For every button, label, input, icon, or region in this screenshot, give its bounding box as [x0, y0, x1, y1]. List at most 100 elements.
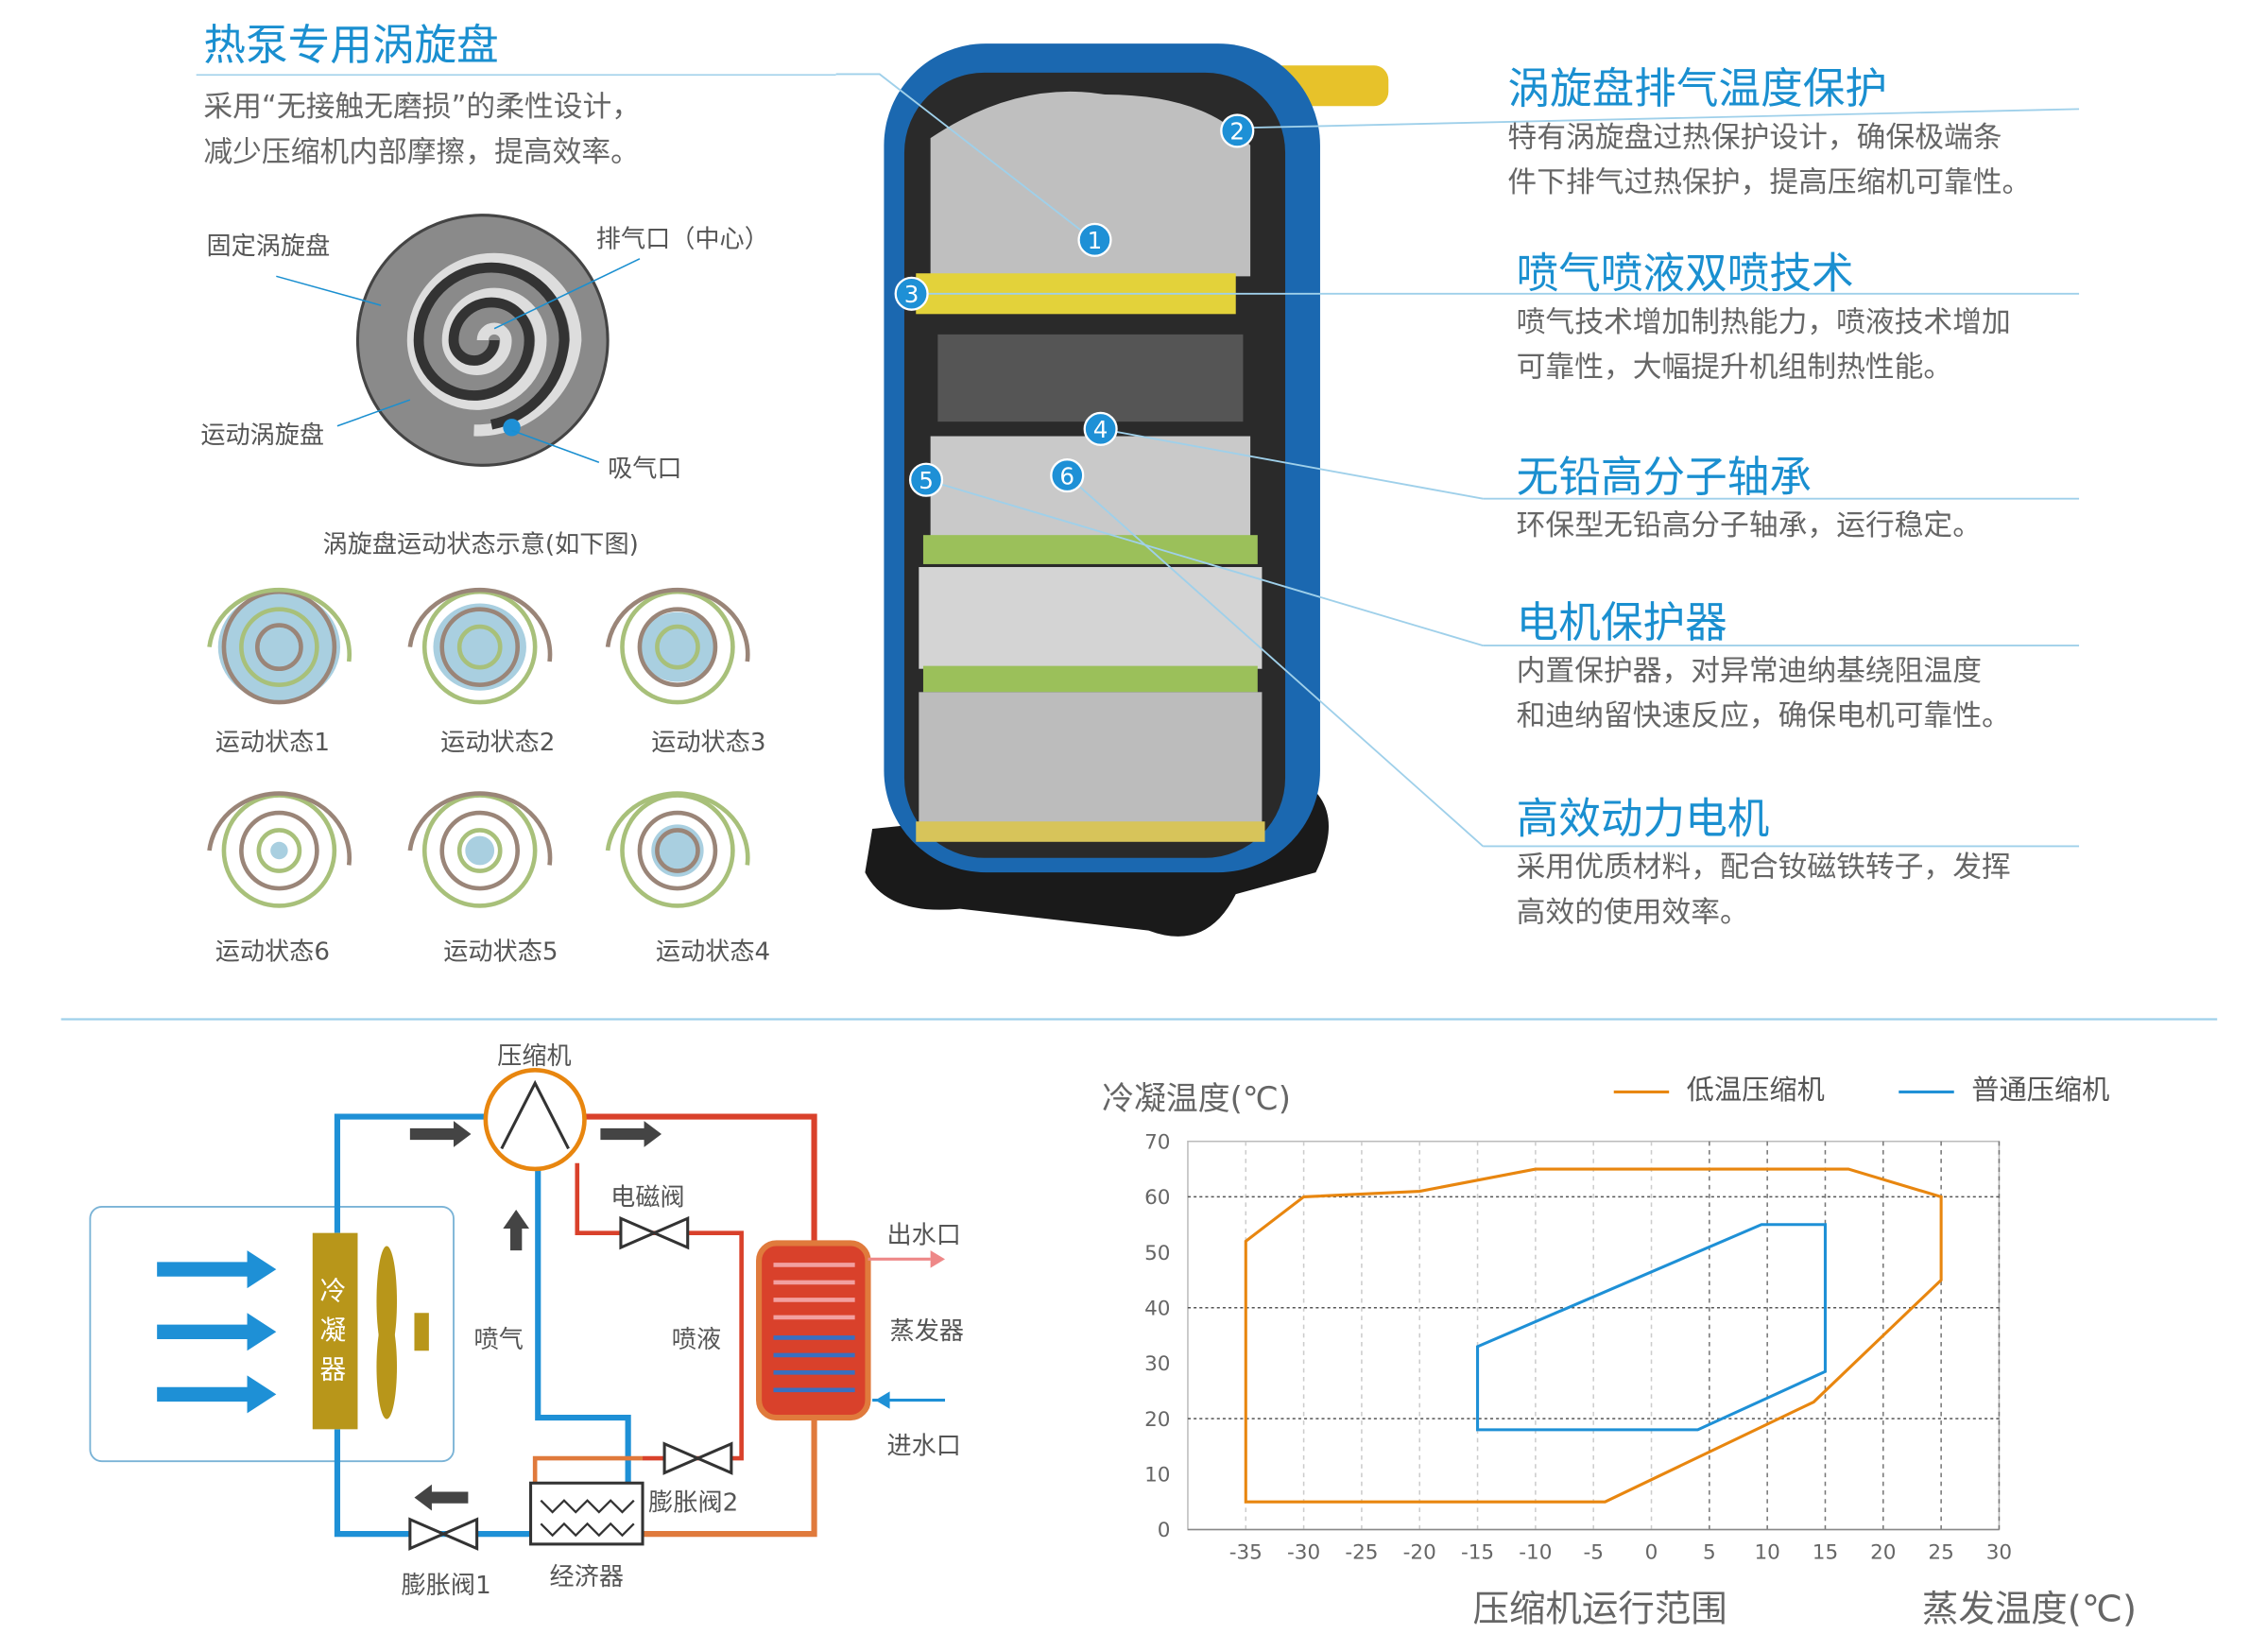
x-tick-label: -35 — [1229, 1540, 1263, 1564]
chart-xlabel: 蒸发温度(℃) — [1921, 1588, 2137, 1630]
cycle-water-out: 出水口 — [886, 1221, 961, 1251]
callout-badge — [894, 276, 929, 311]
desc-line: 和迪纳留快速反应，确保电机可靠性。 — [1516, 697, 2011, 733]
cycle-solenoid: 电磁阀 — [610, 1183, 685, 1213]
desc-line: 采用“无接触无磨损”的柔性设计， — [203, 88, 642, 124]
x-tick-label: -25 — [1345, 1540, 1378, 1564]
state-label: 运动状态6 — [215, 937, 330, 968]
feature-title: 涡旋盘排气温度保护 — [1507, 63, 1887, 114]
feature-desc: 喷气技术增加制热能力，喷液技术增加可靠性，大幅提升机组制热性能。 — [1517, 300, 2011, 389]
cycle-compressor: 压缩机 — [497, 1042, 572, 1072]
x-tick-label: 20 — [1870, 1540, 1896, 1564]
callout-lines — [835, 73, 2080, 848]
chart-ylabel: 冷凝温度(℃) — [1102, 1081, 1291, 1119]
cycle-water-in: 进水口 — [886, 1432, 961, 1462]
y-tick-label: 70 — [1144, 1130, 1170, 1154]
feature-desc: 采用优质材料，配合钕磁铁转子，发挥高效的使用效率。 — [1517, 845, 2011, 935]
y-tick-label: 30 — [1144, 1352, 1170, 1376]
label-fixed-scroll: 固定涡旋盘 — [206, 232, 331, 262]
feature-desc: 特有涡旋盘过热保护设计，确保极端条件下排气过热保护，提高压缩机可靠性。 — [1507, 115, 2031, 205]
desc-line: 内置保护器，对异常迪纳基绕阻温度 — [1516, 652, 1982, 688]
flow-arrow-icons — [409, 1121, 662, 1511]
motion-state-icons — [207, 587, 750, 908]
legend-label: 低温压缩机 — [1686, 1074, 1825, 1107]
x-tick-label: -30 — [1287, 1540, 1320, 1564]
scroll-title: 热泵专用涡旋盘 — [203, 20, 499, 70]
y-tick-label: 0 — [1158, 1519, 1171, 1542]
desc-line: 高效的使用效率。 — [1516, 894, 1749, 930]
x-tick-label: -20 — [1403, 1540, 1436, 1564]
x-tick-label: 15 — [1813, 1540, 1838, 1564]
x-tick-label: -15 — [1461, 1540, 1494, 1564]
compressor-symbol-icon — [483, 1068, 587, 1172]
desc-line: 环保型无铅高分子轴承，运行稳定。 — [1516, 507, 1982, 542]
desc-line: 可靠性，大幅提升机组制热性能。 — [1516, 349, 1953, 385]
label-exhaust: 排气口（中心） — [595, 225, 769, 255]
state-label: 运动状态4 — [655, 937, 771, 968]
feature-title: 无铅高分子轴承 — [1516, 452, 1812, 502]
feature-desc: 环保型无铅高分子轴承，运行稳定。 — [1517, 503, 1982, 548]
desc-line: 特有涡旋盘过热保护设计，确保极端条 — [1507, 119, 2002, 155]
x-tick-label: 25 — [1928, 1540, 1953, 1564]
label-suction: 吸气口 — [608, 455, 682, 485]
state-label: 运动状态2 — [440, 728, 556, 758]
desc-line: 件下排气过热保护，提高压缩机可靠性。 — [1507, 163, 2032, 199]
legend-swatch — [1899, 1090, 1954, 1093]
callout-badge — [1077, 222, 1112, 257]
callout-badge — [1083, 411, 1118, 446]
desc-line: 喷气技术增加制热能力，喷液技术增加 — [1516, 303, 2011, 339]
state-label: 运动状态3 — [651, 728, 766, 758]
feature-desc: 内置保护器，对异常迪纳基绕阻温度和迪纳留快速反应，确保电机可靠性。 — [1517, 648, 2011, 738]
x-tick-label: -10 — [1519, 1540, 1552, 1564]
legend-item: 普通压缩机 — [1899, 1069, 2109, 1109]
valve-icons — [408, 1215, 733, 1551]
y-tick-label: 50 — [1144, 1242, 1170, 1265]
y-tick-label: 40 — [1144, 1297, 1170, 1320]
legend-item: 低温压缩机 — [1613, 1069, 1825, 1109]
cycle-valve1: 膨胀阀1 — [401, 1572, 491, 1601]
cycle-spray-liquid: 喷液 — [671, 1326, 722, 1355]
callout-badge — [1220, 113, 1255, 148]
callout-number: 3 — [904, 281, 919, 308]
y-tick-label: 10 — [1144, 1464, 1170, 1488]
feature-title: 喷气喷液双喷技术 — [1516, 249, 1854, 299]
legend-swatch — [1613, 1090, 1670, 1093]
scroll-disc-icon — [276, 214, 641, 467]
cycle-spray-gas: 喷气 — [473, 1326, 524, 1355]
feature-title: 电机保护器 — [1516, 597, 1727, 647]
states-title: 涡旋盘运动状态示意(如下图) — [322, 530, 639, 560]
y-tick-label: 20 — [1144, 1408, 1170, 1432]
condenser-icon — [312, 1232, 358, 1430]
callout-number: 1 — [1088, 227, 1103, 254]
scroll-desc: 采用“无接触无磨损”的柔性设计， 减少压缩机内部摩擦，提高效率。 — [203, 84, 641, 174]
legend-label: 普通压缩机 — [1971, 1074, 2110, 1107]
cycle-condenser: 冷凝器 — [319, 1276, 347, 1386]
callout-badges: 1 2 3 4 5 6 — [894, 113, 1255, 497]
cycle-economizer: 经济器 — [549, 1562, 625, 1592]
label-moving-scroll: 运动涡旋盘 — [200, 421, 325, 451]
feature-title: 高效动力电机 — [1516, 794, 1770, 844]
state-label: 运动状态5 — [443, 937, 558, 968]
x-tick-label: 5 — [1703, 1540, 1716, 1564]
callout-number: 2 — [1229, 118, 1245, 146]
refrigeration-cycle-diagram — [89, 1068, 946, 1551]
desc-line: 采用优质材料，配合钕磁铁转子，发挥 — [1516, 849, 2011, 885]
state-label: 运动状态1 — [215, 728, 330, 758]
x-tick-label: -5 — [1583, 1540, 1603, 1564]
chart-title: 压缩机运行范围 — [1472, 1588, 1727, 1630]
x-tick-label: 10 — [1754, 1540, 1779, 1564]
compressor-cutaway-icon — [865, 43, 1389, 937]
callout-badge — [908, 462, 944, 497]
callout-badge — [1050, 458, 1085, 493]
callout-number: 4 — [1093, 416, 1108, 443]
callout-number: 5 — [919, 467, 934, 494]
y-tick-label: 60 — [1144, 1186, 1170, 1210]
divider — [196, 74, 836, 77]
series-outline-2 — [1476, 1223, 1828, 1432]
cycle-valve2: 膨胀阀2 — [648, 1488, 739, 1519]
cycle-evaporator: 蒸发器 — [889, 1316, 965, 1347]
callout-number: 6 — [1059, 462, 1074, 490]
series-outline-1 — [1244, 1167, 1943, 1504]
